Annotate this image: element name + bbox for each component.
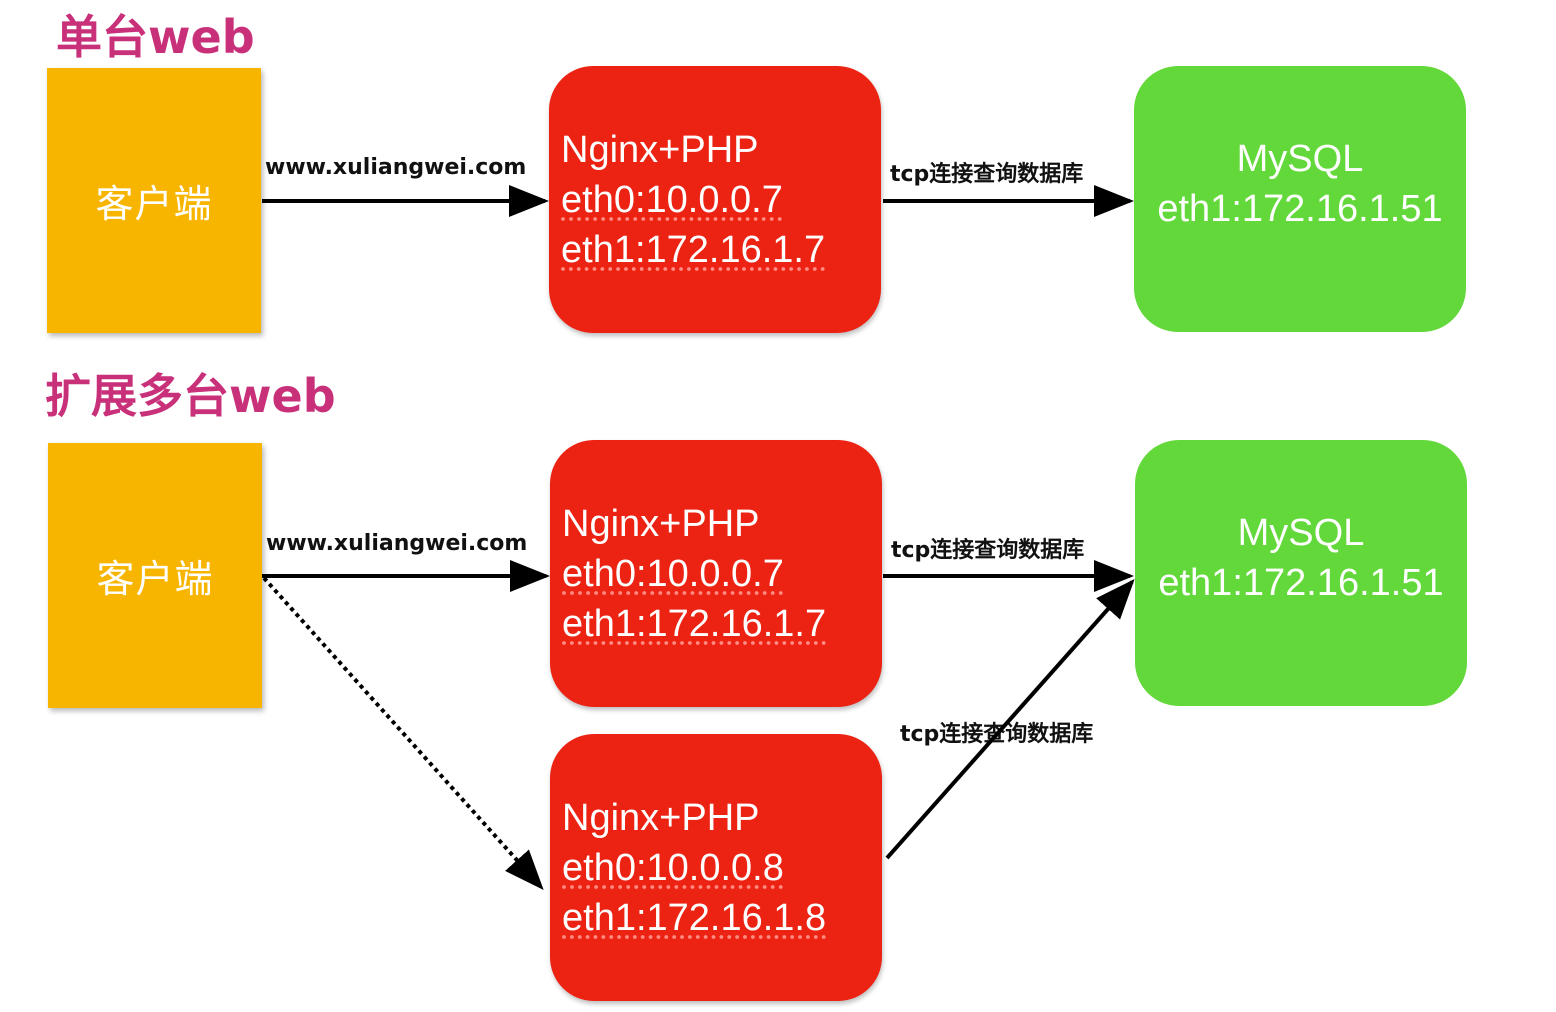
- web-eth0: eth0:10.0.0.7: [561, 178, 783, 221]
- arrow-web2-db-multi: [885, 579, 1135, 860]
- client-node-multi: 客户端: [48, 443, 262, 708]
- web-eth1: eth1:172.16.1.8: [562, 896, 827, 939]
- client-label: 客户端: [96, 557, 214, 601]
- section-title-single: 单台web: [56, 10, 255, 64]
- db-eth1: eth1:172.16.1.51: [1157, 188, 1443, 230]
- db-node-single: MySQL eth1:172.16.1.51: [1134, 66, 1466, 332]
- web-eth0: eth0:10.0.0.8: [562, 846, 784, 889]
- web-node-multi-2: Nginx+PHP eth0:10.0.0.8 eth1:172.16.1.8: [550, 734, 882, 1001]
- web-name: Nginx+PHP: [562, 502, 760, 545]
- db-name: MySQL: [1236, 138, 1364, 180]
- client-label: 客户端: [95, 182, 213, 226]
- web-eth0: eth0:10.0.0.7: [562, 552, 784, 595]
- edge-label-web-db-single: tcp连接查询数据库: [890, 162, 1084, 187]
- web-node-single: Nginx+PHP eth0:10.0.0.7 eth1:172.16.1.7: [549, 66, 881, 333]
- web-name: Nginx+PHP: [562, 796, 760, 839]
- web-eth1: eth1:172.16.1.7: [561, 228, 826, 271]
- client-node-single: 客户端: [47, 68, 261, 333]
- db-eth1: eth1:172.16.1.51: [1158, 562, 1444, 604]
- web-name: Nginx+PHP: [561, 128, 759, 171]
- web-node-multi-1: Nginx+PHP eth0:10.0.0.7 eth1:172.16.1.7: [550, 440, 882, 707]
- section-title-multi: 扩展多台web: [45, 369, 336, 423]
- edge-label-web1-db-multi: tcp连接查询数据库: [891, 538, 1085, 563]
- web-eth1: eth1:172.16.1.7: [562, 602, 827, 645]
- edge-label-client-web1-multi: www.xuliangwei.com: [266, 531, 528, 556]
- edge-label-client-web-single: www.xuliangwei.com: [265, 155, 527, 180]
- db-node-multi: MySQL eth1:172.16.1.51: [1135, 440, 1467, 706]
- db-name: MySQL: [1237, 512, 1365, 554]
- arrow-client-web2-multi-dotted: [262, 576, 544, 890]
